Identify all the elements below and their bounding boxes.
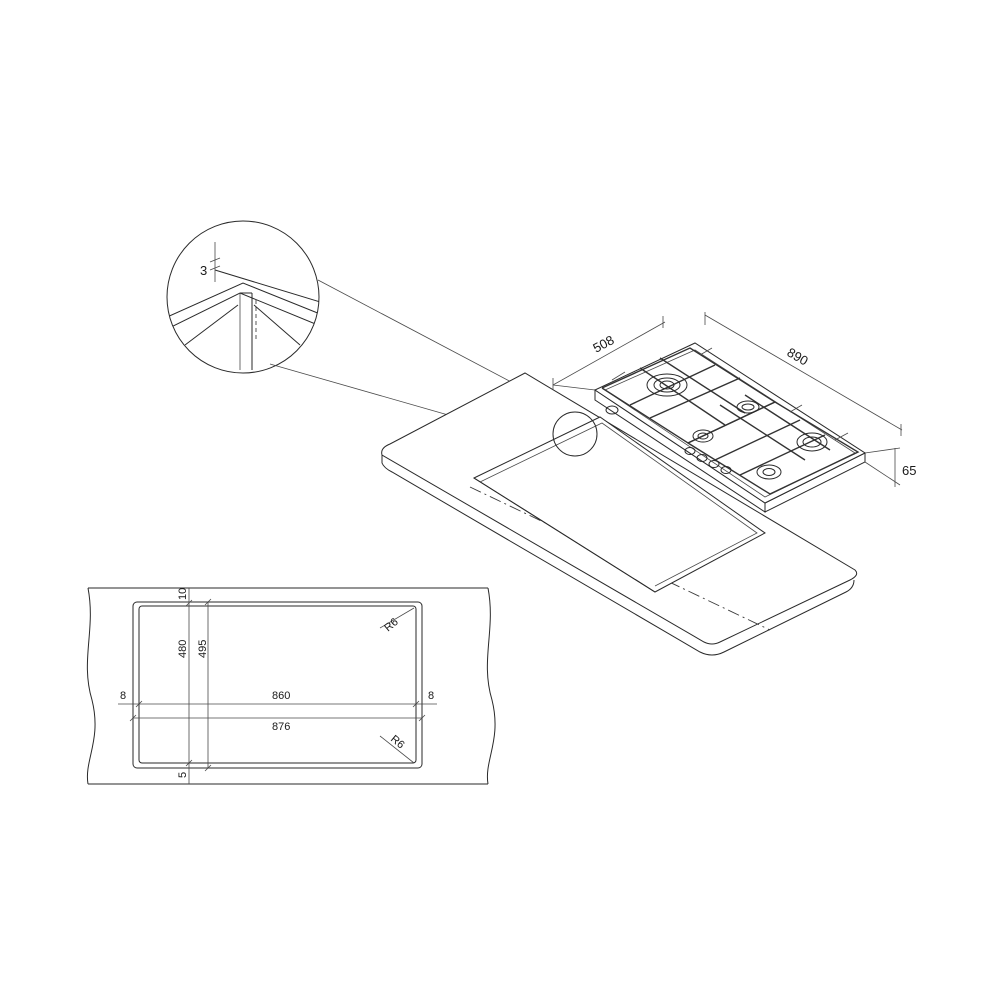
knob-3: [696, 454, 708, 462]
left-margin-label: 8: [120, 690, 126, 702]
detail-corner-section: [167, 269, 319, 370]
detail-callout-circle: [552, 411, 598, 457]
width-label: 890: [785, 345, 811, 369]
width-dim-line: [704, 314, 903, 431]
worktop: [381, 372, 858, 656]
knob-2: [684, 447, 696, 455]
radius-top-label: R6: [382, 616, 400, 634]
knob-1: [605, 405, 619, 415]
knob-4: [708, 460, 720, 468]
wok-burner: [646, 373, 688, 397]
pan-supports: [601, 347, 860, 495]
bottom-margin-label: 5: [177, 772, 189, 778]
cutout-outer: [132, 601, 423, 769]
knob-5: [720, 466, 732, 474]
top-margin-label: 10: [177, 588, 189, 600]
detail-gap-label: 3: [200, 263, 207, 278]
control-knobs: [605, 405, 732, 474]
outer-height-label: 495: [197, 640, 209, 658]
burner-right: [796, 432, 828, 452]
depth-label: 508: [590, 332, 616, 355]
plan-break-right: [486, 587, 496, 785]
inner-height-label: 480: [177, 640, 189, 658]
depth-dim-line: [552, 321, 666, 386]
worktop-centreline: [469, 486, 771, 631]
plan-break-left: [86, 587, 96, 785]
burner-rear-right: [736, 400, 760, 414]
burner-centre: [692, 429, 714, 443]
cutout-plan: 10 5 480 495 8 8 860 876 R6 R6: [86, 587, 496, 785]
detail-magnifier: 3: [166, 220, 320, 374]
gas-hob: [593, 342, 867, 513]
burner-front: [756, 464, 782, 480]
burners: [646, 373, 828, 480]
detail-circle: [166, 220, 320, 374]
radius-bottom-label: R6: [388, 733, 406, 751]
height-label: 65: [902, 463, 916, 478]
cutout-inner: [138, 605, 417, 764]
outer-width-label: 876: [272, 721, 290, 733]
inner-width-label: 860: [272, 690, 290, 702]
right-margin-label: 8: [428, 690, 434, 702]
